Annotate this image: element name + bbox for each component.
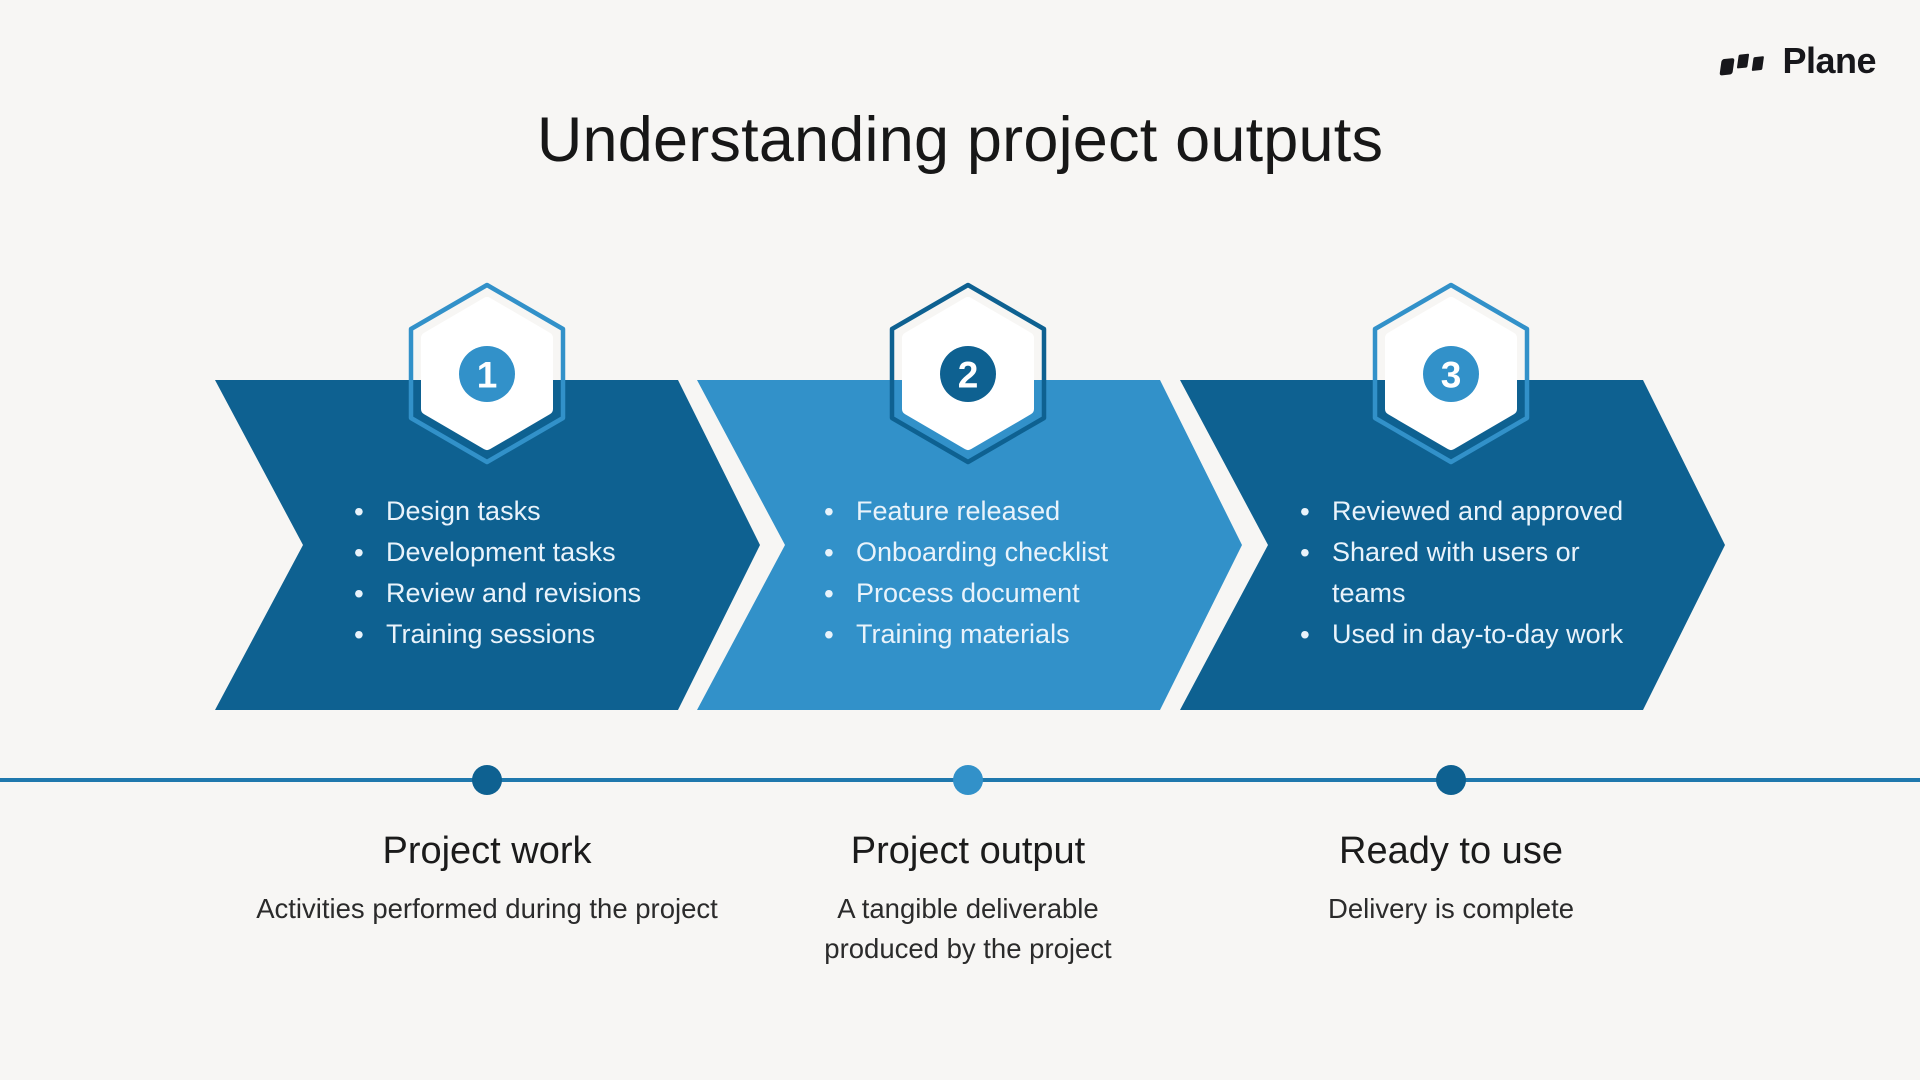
step2-description: A tangible deliverable produced by the p…	[824, 893, 1112, 964]
page-title: Understanding project outputs	[536, 105, 1384, 175]
step3-hexagon-outline	[1372, 282, 1530, 465]
step1-number: 1	[477, 355, 498, 396]
step1-badge: 1	[408, 282, 566, 465]
step3-number: 3	[1441, 355, 1462, 396]
bullet-item: Reviewed and approved	[1298, 491, 1628, 532]
step1-number-circle	[459, 346, 515, 402]
bullet-item: Training sessions	[352, 614, 682, 655]
timeline-dot-1	[472, 765, 502, 795]
step1-bullet-list: Design tasks Development tasks Review an…	[352, 491, 682, 655]
bullet-item: Used in day-to-day work	[1298, 614, 1628, 655]
bullet-item: Design tasks	[352, 491, 682, 532]
bullet-item: Training materials	[822, 614, 1152, 655]
step2-label: Project output	[850, 830, 1086, 872]
step2-caption: Project output A tangible deliverable pr…	[658, 830, 1278, 969]
step3-label: Ready to use	[1339, 830, 1563, 872]
step3-number-circle	[1423, 346, 1479, 402]
plane-logo-icon	[1720, 51, 1767, 76]
step2-bullet-list: Feature released Onboarding checklist Pr…	[822, 491, 1152, 655]
step2-number: 2	[958, 355, 979, 396]
step3-description: Delivery is complete	[1327, 893, 1575, 924]
step1-caption: Project work Activities performed during…	[177, 830, 797, 929]
bullet-item: Review and revisions	[352, 573, 682, 614]
brand: Plane	[1718, 40, 1876, 82]
step2-number-circle	[940, 346, 996, 402]
brand-name: Plane	[1782, 40, 1876, 81]
step2-badge: 2	[889, 282, 1047, 465]
bullet-item: Process document	[822, 573, 1152, 614]
step3-bullet-list: Reviewed and approved Shared with users …	[1298, 491, 1628, 655]
step2-hexagon-outline	[889, 282, 1047, 465]
timeline-dot-2	[953, 765, 983, 795]
bullet-item: Onboarding checklist	[822, 532, 1152, 573]
timeline-dot-3	[1436, 765, 1466, 795]
step3-caption: Ready to use Delivery is complete	[1141, 830, 1761, 929]
step1-hexagon-outline	[408, 282, 566, 465]
step1-label: Project work	[382, 830, 592, 872]
bullet-item: Development tasks	[352, 532, 682, 573]
bullet-item: Feature released	[822, 491, 1152, 532]
step1-description: Activities performed during the project	[256, 893, 718, 924]
step3-badge: 3	[1372, 282, 1530, 465]
bullet-item: Shared with users or teams	[1298, 532, 1628, 614]
